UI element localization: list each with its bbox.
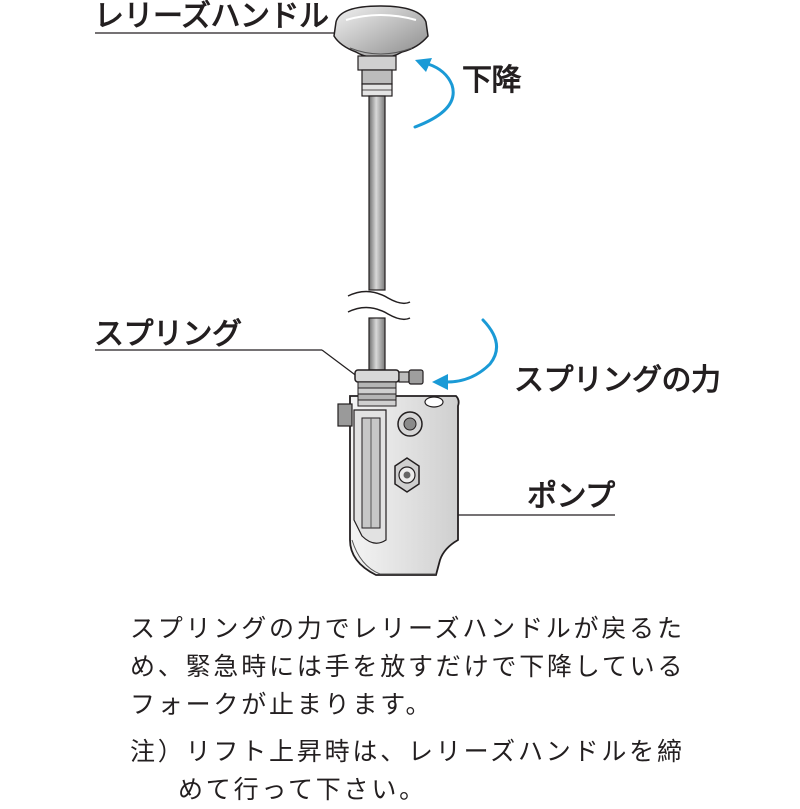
note-line: めて行って下さい。: [178, 775, 427, 804]
note-text: 注）リフト上昇時は、レリーズハンドルを締 めて行って下さい。: [130, 733, 730, 809]
release-handle-label: レリーズハンドル: [94, 0, 329, 34]
leader-lines: [95, 32, 615, 516]
release-handle-knob: [333, 5, 429, 97]
description-line: フォークが止まります。: [130, 690, 434, 719]
spring-force-label: スプリングの力: [514, 363, 721, 398]
spring-force-arrow: [432, 318, 499, 390]
note-line: 注）リフト上昇時は、レリーズハンドルを締: [130, 737, 685, 766]
spring-label: スプリング: [94, 317, 242, 352]
description-line: スプリングの力でレリーズハンドルが戻るた: [130, 614, 685, 643]
pump-label: ポンプ: [527, 479, 615, 514]
spring-assembly: [354, 369, 424, 407]
handle-rod: [347, 95, 411, 371]
pump-body: [337, 395, 460, 576]
description-line: め、緊急時には手を放すだけで下降している: [130, 652, 686, 681]
descend-arrow: [413, 58, 455, 129]
descend-label: 下降: [462, 63, 522, 98]
description-text: スプリングの力でレリーズハンドルが戻るた め、緊急時には手を放すだけで下降してい…: [130, 610, 690, 724]
